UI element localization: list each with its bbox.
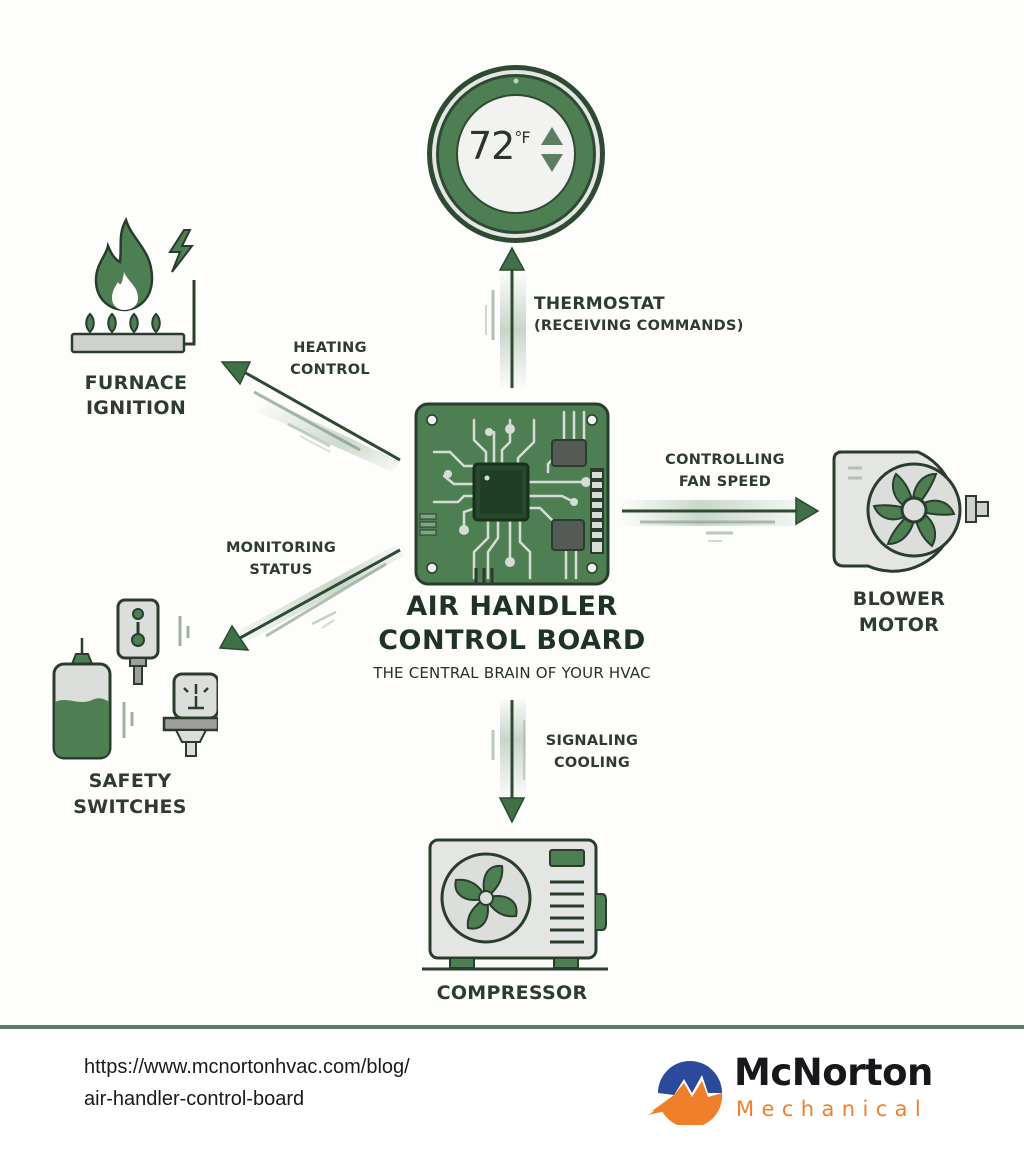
blower-fan-icon <box>832 450 989 573</box>
safety-arrow-label-2: STATUS <box>249 562 313 578</box>
blower-label-2: MOTOR <box>858 614 940 636</box>
compressor-node <box>420 834 610 974</box>
blower-label-1: BLOWER <box>852 588 946 610</box>
source-url-line-2[interactable]: air-handler-control-board <box>84 1088 305 1110</box>
furnace-arrow-label-1: HEATING <box>293 340 367 356</box>
safety-label-2: SWITCHES <box>73 796 187 818</box>
thermostat-arrow-label-2: (RECEIVING COMMANDS) <box>534 318 744 334</box>
thermostat-icon <box>427 65 605 243</box>
brand-logo: McNorton Mechanical <box>648 1049 948 1129</box>
circuit-board-icon <box>414 402 610 586</box>
arrow-to-blower <box>620 496 820 542</box>
diagram-subtitle: THE CENTRAL BRAIN OF YOUR HVAC <box>373 664 651 682</box>
furnace-arrow-label-2: CONTROL <box>290 362 370 378</box>
safety-arrow-label-1: MONITORING <box>225 540 337 556</box>
source-url-line-1[interactable]: https://www.mcnortonhvac.com/blog/ <box>84 1056 410 1078</box>
thermostat-node: 72°F <box>424 62 608 246</box>
mcnorton-logo-icon <box>648 1061 723 1125</box>
brand-subtitle: Mechanical <box>736 1097 929 1121</box>
compressor-arrow-label-1: SIGNALING <box>545 733 639 749</box>
thermostat-arrow-label-1: THERMOSTAT <box>534 294 665 314</box>
condenser-unit-icon <box>422 838 608 971</box>
safety-label-1: SAFETY <box>88 770 172 792</box>
arrow-to-safety-switches <box>218 545 405 651</box>
flame-icon <box>70 216 196 354</box>
brand-name: McNorton <box>734 1051 933 1094</box>
arrow-to-furnace <box>220 361 401 472</box>
thermostat-unit: °F <box>514 128 530 147</box>
footer: https://www.mcnortonhvac.com/blog/ air-h… <box>0 1029 1024 1154</box>
thermostat-temperature: 72 <box>468 124 515 168</box>
blower-arrow-label-2: FAN SPEED <box>678 474 772 490</box>
control-board-node <box>414 402 610 586</box>
footer-divider <box>0 1025 1024 1029</box>
compressor-label: COMPRESSOR <box>436 982 588 1004</box>
compressor-arrow-label-2: COOLING <box>553 755 631 771</box>
title-line-2: CONTROL BOARD <box>378 625 646 656</box>
infographic-canvas: 72°F THERMOSTAT (RECEIVING COMMANDS) FUR… <box>48 62 992 1004</box>
furnace-node <box>66 212 216 362</box>
title-line-1: AIR HANDLER <box>406 591 618 622</box>
safety-switch-icon <box>52 598 220 760</box>
furnace-label-1: FURNACE <box>84 372 188 394</box>
furnace-label-2: IGNITION <box>85 397 187 419</box>
diagram-title: AIR HANDLER CONTROL BOARD <box>322 590 702 658</box>
arrow-to-thermostat <box>485 246 526 390</box>
blower-arrow-label-1: CONTROLLING <box>665 452 785 468</box>
blower-node <box>828 446 992 574</box>
safety-switches-node <box>48 592 220 762</box>
arrow-to-compressor <box>491 700 526 824</box>
connection-arrows <box>218 246 820 824</box>
